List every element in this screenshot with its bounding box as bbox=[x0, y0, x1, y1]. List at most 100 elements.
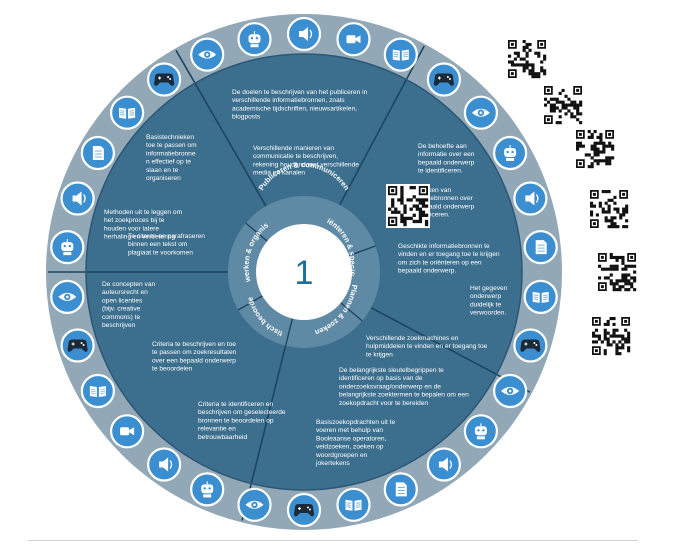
qr-code bbox=[386, 184, 430, 228]
outcome-pub-1: De doelen te beschrijven van het publice… bbox=[232, 89, 368, 121]
eye-icon bbox=[493, 373, 528, 409]
outcome-line: voeren met behulp van bbox=[316, 427, 383, 434]
gamepad-icon bbox=[513, 328, 548, 363]
outcome-line: academische tijdschriften, nieuwsartikel… bbox=[232, 105, 357, 112]
outcome-line: Booleaanse operatoren, bbox=[316, 435, 387, 442]
outcome-line: om zich te oriënteren op een bbox=[398, 259, 482, 266]
outcome-line: media en kanalen bbox=[253, 170, 305, 177]
book-icon bbox=[109, 95, 145, 130]
wheel: 1 bbox=[46, 14, 562, 530]
outcome-line: bronnen te beoordelen op bbox=[198, 417, 274, 424]
book-icon bbox=[523, 279, 558, 314]
outcome-line: Geschikte informatiebronnen te bbox=[398, 243, 490, 250]
outcome-line: onderwerp bbox=[470, 293, 501, 300]
outcome-line: identificeren op basis van de bbox=[339, 375, 423, 382]
icon-ring bbox=[50, 16, 558, 528]
robot-icon bbox=[493, 135, 528, 171]
outcome-line: te beoordelen bbox=[152, 366, 193, 373]
outcome-line: relevantie en bbox=[198, 426, 236, 433]
outcome-line: informatiebronnen over bbox=[405, 195, 474, 202]
robot-icon bbox=[50, 230, 85, 265]
outcome-line: De concepten van bbox=[102, 281, 155, 288]
qr-code bbox=[596, 251, 638, 293]
sector-disc-edge bbox=[85, 53, 523, 491]
outcome-line: bepaald onderwerp bbox=[418, 159, 475, 166]
qr-codes bbox=[386, 38, 638, 357]
speaker-icon bbox=[286, 16, 322, 52]
robot-icon bbox=[463, 414, 498, 449]
qr-code bbox=[506, 38, 548, 80]
eye-icon bbox=[190, 37, 225, 72]
eye-icon bbox=[50, 279, 85, 314]
outcome-line: Methoden uit te leggen om bbox=[104, 209, 183, 216]
robot-icon bbox=[190, 472, 225, 507]
outcome-line: open licenties bbox=[102, 297, 143, 304]
outcome-line: plagiaat te voorkomen bbox=[128, 249, 193, 256]
document-icon bbox=[80, 135, 116, 171]
outcome-line: beschrijven om geselecteerde bbox=[198, 409, 286, 416]
sector-divider bbox=[175, 49, 267, 207]
outcome-line: veldzoeken, zoeken op bbox=[316, 444, 384, 451]
outcome-line: (bijv. creative bbox=[102, 306, 141, 313]
outcome-line: verschillende informatiebronnen, zoals bbox=[232, 97, 345, 104]
footer-divider bbox=[28, 540, 638, 541]
speaker-icon bbox=[147, 447, 182, 482]
outcome-line: belangrijkste zoektermen te bepalen om e… bbox=[339, 392, 469, 399]
outcome-line: rekening houdend met verschillende bbox=[253, 161, 359, 168]
category-divider bbox=[245, 222, 268, 242]
book-icon bbox=[80, 373, 116, 409]
outcome-line: slaan en te bbox=[146, 167, 179, 174]
outcome-line: hulpmiddelen te vinden en er toegang toe bbox=[366, 343, 488, 350]
category-divider bbox=[340, 302, 363, 322]
outcome-line: vinden en er toegang toe te krijgen bbox=[398, 251, 500, 258]
outcome-line: te passen om zoekresultaten bbox=[152, 349, 237, 356]
document-icon bbox=[383, 472, 418, 507]
outcome-line: verwoorden. bbox=[470, 310, 506, 317]
outcome-line: Criteria te beschrijven en toe bbox=[152, 341, 236, 348]
outcome-line: woordgroepen en bbox=[315, 452, 368, 459]
outcome-line: duidelijk te bbox=[470, 301, 501, 308]
book-icon bbox=[336, 487, 371, 522]
outcome-line: binnen een tekst om bbox=[128, 241, 188, 248]
outcome-line: toe te passen om bbox=[146, 142, 197, 149]
outcome-line: jokertekens bbox=[315, 460, 350, 467]
outcome-line: Basiszoekopdrachten uit te bbox=[316, 419, 396, 426]
outcome-line: auteursrecht en bbox=[102, 289, 148, 296]
robot-icon bbox=[237, 22, 272, 57]
outcome-line: zoekopdracht voor te bereiden bbox=[339, 400, 428, 407]
category-divider bbox=[348, 245, 376, 257]
gamepad-icon bbox=[147, 62, 182, 97]
outcome-line: te identificeren. bbox=[418, 168, 463, 175]
outcome-line: De belangrijkste sleutelbegrippen te bbox=[339, 367, 444, 374]
qr-code bbox=[590, 315, 632, 357]
category-dividers bbox=[237, 222, 376, 346]
learning-outcomes: De doelen te beschrijven van het publice… bbox=[102, 89, 508, 467]
gamepad-icon bbox=[286, 492, 322, 528]
outcome-line: informatie over een bbox=[418, 151, 475, 158]
outcome-line: De doelen te beschrijven van het publice… bbox=[232, 89, 368, 96]
outcome-line: Basistechnieken bbox=[146, 134, 194, 141]
category-divider bbox=[284, 318, 294, 346]
outcome-line: informatiebronne bbox=[146, 150, 196, 157]
center-disc bbox=[256, 224, 352, 320]
outcome-line: houden voor latere bbox=[104, 225, 159, 232]
center-number: 1 bbox=[295, 254, 314, 292]
speaker-icon bbox=[513, 181, 548, 216]
outcome-line: Te citeren en parafraseren bbox=[128, 233, 205, 240]
outcome-line: Criteria te identificeren en bbox=[198, 401, 273, 408]
eye-icon bbox=[463, 95, 498, 130]
speaker-icon bbox=[426, 447, 461, 482]
